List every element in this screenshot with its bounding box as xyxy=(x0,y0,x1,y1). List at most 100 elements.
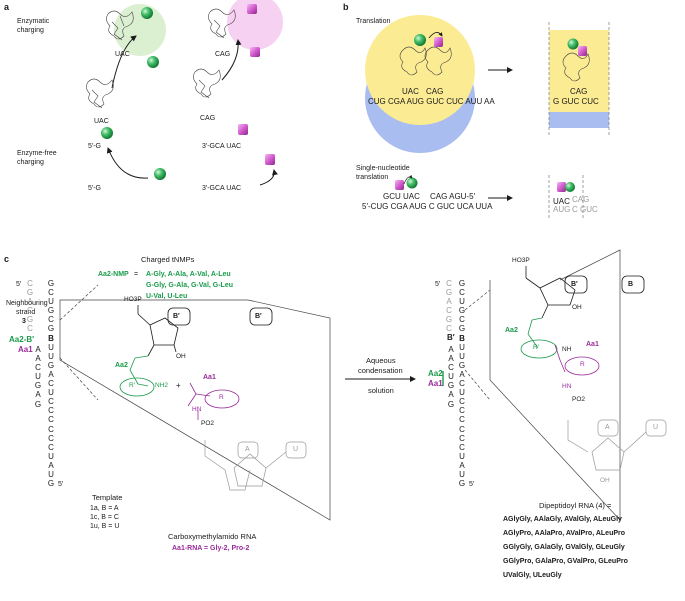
nucleotide: G xyxy=(26,315,34,325)
aa2-structure-label: Aa2 xyxy=(115,362,128,369)
nucleotide: C xyxy=(459,442,465,452)
nucleotide: G xyxy=(26,288,34,298)
nucleotide: C xyxy=(48,397,54,407)
equals-sign: = xyxy=(134,271,139,278)
five-prime-label: 5′ xyxy=(469,481,475,488)
nucleotide: U xyxy=(48,469,54,479)
nucleotide: U xyxy=(48,342,54,352)
nucleotide: C xyxy=(48,442,54,452)
aa1-structure-label: Aa1 xyxy=(203,374,216,381)
template-strand: G C U G C G B U U G A C U C C C C C C U … xyxy=(46,279,56,488)
nucleotide: A xyxy=(48,369,54,379)
nucleotide: G xyxy=(47,479,55,489)
template-strand-box xyxy=(59,284,331,521)
tnmp-row: G-Gly, G-Ala, G-Val, G-Leu xyxy=(146,282,233,289)
dipeptide-aa2 xyxy=(520,317,558,359)
primer-strand: A A C U G A G xyxy=(446,345,456,409)
amino-acid-ball-icon xyxy=(567,38,579,50)
nucleobase-label: B′ xyxy=(571,281,578,288)
trna-icon xyxy=(86,8,236,109)
amino-acid-box-icon xyxy=(557,182,566,192)
nucleotide: C xyxy=(27,324,33,334)
nucleotide: G xyxy=(47,306,55,316)
aa2-b-label: Aa2-B′ xyxy=(9,335,35,344)
nucleotide: C xyxy=(459,415,465,425)
aa1-label: Aa1 xyxy=(18,345,33,354)
nucleotide: C xyxy=(27,279,33,288)
nucleotide: G xyxy=(34,399,42,409)
nucleotide: G xyxy=(445,288,453,298)
side-chain-label: R′ xyxy=(129,382,135,389)
dipeptide-row: GGlyPro, GAlaPro, GValPro, GLeuPro xyxy=(503,558,628,565)
side-chain-label: R′ xyxy=(533,344,539,351)
amino-acid-ball-icon xyxy=(565,182,575,192)
phosphate-label: HO3P xyxy=(512,257,530,264)
nucleotide: G xyxy=(447,399,455,409)
nucleotide: A xyxy=(459,369,465,379)
nucleotide: G xyxy=(445,315,453,325)
nucleotide: C xyxy=(35,363,41,373)
five-prime-label: 5′ xyxy=(435,281,441,288)
anticodon-label: UAC xyxy=(115,51,130,58)
nucleotide: A xyxy=(446,297,452,307)
dipeptide-row: UValGly, ULeuGly xyxy=(503,572,562,579)
amino-acid-ball-icon xyxy=(406,177,418,189)
panel-label-c: c xyxy=(4,254,10,264)
rna-backbone xyxy=(204,440,307,491)
nucleotide: C xyxy=(48,415,54,425)
sn-result-gray: CAG xyxy=(572,195,590,204)
mrna-sequence: G GUC CUC xyxy=(553,97,599,106)
nucleobase-label: B′ xyxy=(173,313,180,320)
five-prime-label: 5′ xyxy=(58,481,64,488)
neighbouring-strand: C G A C G C xyxy=(444,279,454,334)
nucleotide: U xyxy=(48,388,54,398)
anticodon-label: UAC xyxy=(94,118,109,125)
mrna-sequence: CUG CGA AUG GUC CUC AUU AA xyxy=(368,97,495,106)
ribose-ring xyxy=(525,266,645,319)
nucleotide: U xyxy=(459,388,465,398)
translation-label: Translation xyxy=(356,18,391,25)
nucleotide: B xyxy=(459,333,465,343)
dipeptide-row: AGlyPro, AAlaPro, AValPro, ALeuPro xyxy=(503,530,626,537)
nucleotide: C xyxy=(48,406,54,416)
rna-backbone xyxy=(567,419,667,471)
nucleotide: C xyxy=(27,306,33,316)
trna-icon xyxy=(562,52,590,82)
nucleotide: A xyxy=(448,354,454,364)
panel-label-a: a xyxy=(4,2,10,12)
nucleotide: C xyxy=(459,424,465,434)
nucleotide: G xyxy=(34,381,42,391)
aa2-nmp-label: Aa2-NMP xyxy=(98,271,129,278)
aa1-label: Aa1 xyxy=(428,379,443,388)
primer-strand: A A C U G A G xyxy=(33,345,43,409)
amino-acid-box-icon xyxy=(395,180,404,190)
neighbouring-label: strand xyxy=(16,309,36,316)
nucleotide: U xyxy=(459,351,465,361)
enzymatic-label: Enzymatic xyxy=(17,18,50,25)
nucleotide: U xyxy=(459,469,465,479)
anticodon-label: CAG xyxy=(215,51,231,58)
dipeptidoyl-title: Dipeptidoyl RNA (4) = xyxy=(539,501,612,510)
amino-acid-ball-icon xyxy=(147,56,159,68)
amide-label: HN xyxy=(192,406,202,413)
sn-bottom-strand: 5′-CUG CGA AUG C GUC UCA UUA xyxy=(362,202,493,211)
panel-label-b: b xyxy=(343,2,349,12)
nucleotide: A xyxy=(448,390,454,400)
nucleotide: C xyxy=(459,315,465,325)
sn-top-strand: GCU UAC xyxy=(383,192,420,201)
nucleotide: C xyxy=(48,315,54,325)
nucleotide: A xyxy=(459,460,465,470)
five-prime-label: 5′ xyxy=(16,281,22,288)
sn-top-strand: CAG AGU-5′ xyxy=(430,192,476,201)
amino-acid-box-icon xyxy=(578,46,587,56)
ribosome-large-subunit xyxy=(365,15,475,125)
nucleotide: C xyxy=(48,424,54,434)
template-variant: 1a, B = A xyxy=(90,505,119,512)
amide-label: NH xyxy=(562,346,572,353)
nucleotide: U xyxy=(48,351,54,361)
ribose-ring xyxy=(137,305,273,357)
enzymatic-label: charging xyxy=(17,27,44,34)
carboxymethyl-group xyxy=(187,382,240,420)
nucleotide: U xyxy=(48,297,54,307)
